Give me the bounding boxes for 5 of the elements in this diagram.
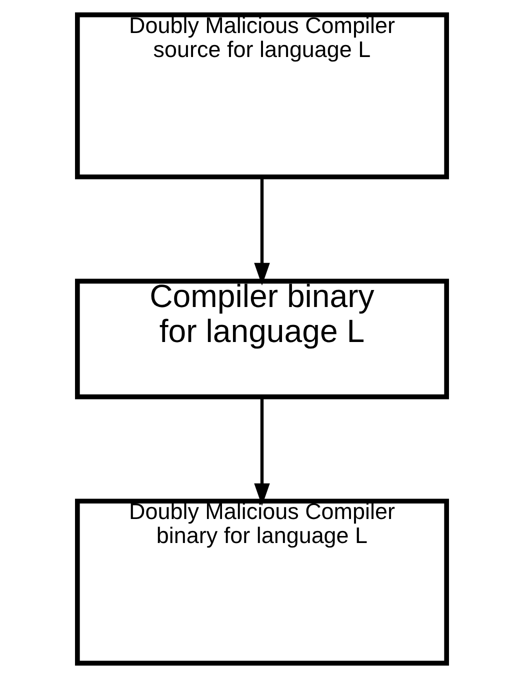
node-box: Doubly Malicious Compiler source for language L	[74, 12, 448, 180]
node-box: Doubly Malicious Compiler binary for language L	[74, 498, 448, 666]
node-box: Compiler binary for language L	[74, 278, 448, 400]
arrow	[254, 177, 270, 286]
arrow	[254, 396, 270, 506]
